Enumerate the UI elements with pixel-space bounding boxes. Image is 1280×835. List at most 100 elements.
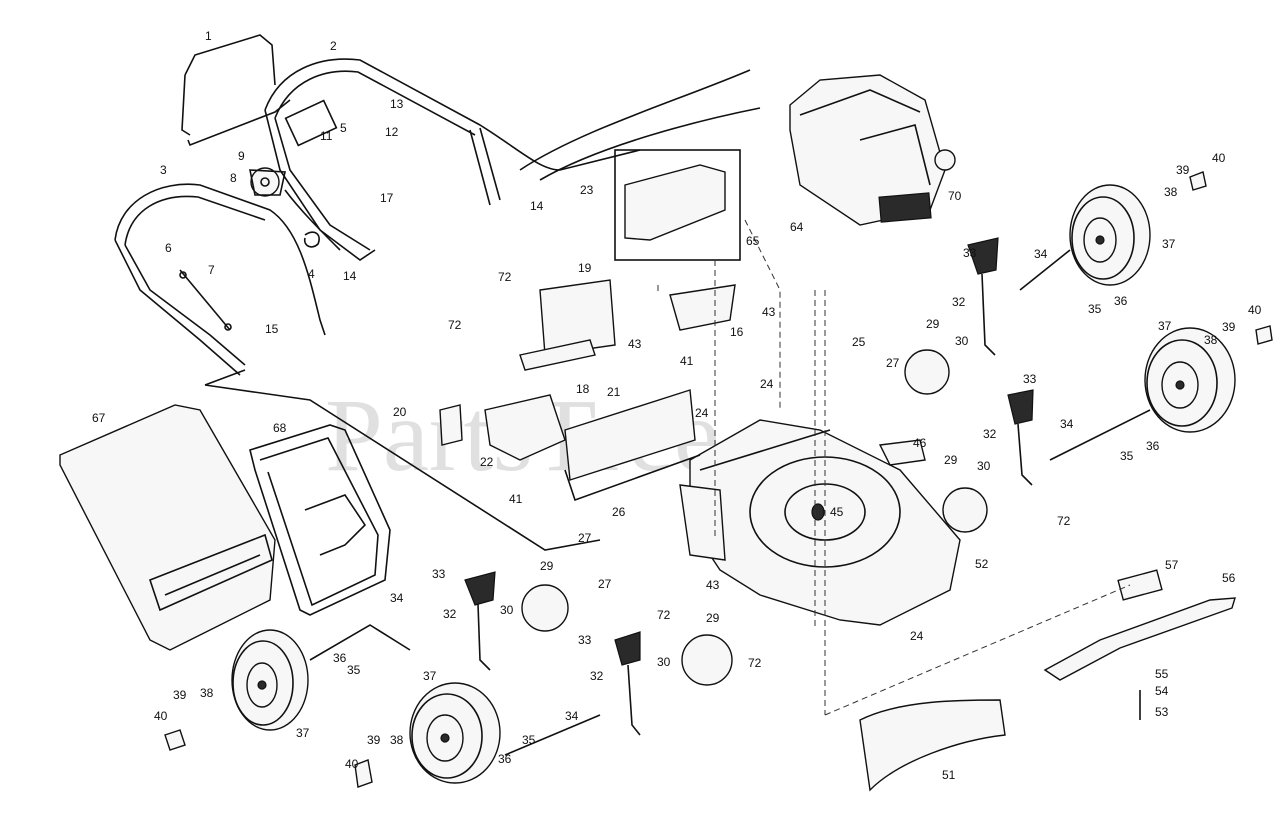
- callout-33a: 33: [963, 246, 977, 260]
- callout-24b: 24: [695, 406, 709, 420]
- callout-57: 57: [1165, 558, 1179, 572]
- callout-72c: 72: [1057, 514, 1071, 528]
- callout-34d: 34: [565, 709, 579, 723]
- rear-deflector: [484, 394, 566, 461]
- rear-flap: [859, 699, 1006, 792]
- callout-26: 26: [612, 505, 626, 519]
- callout-32a: 32: [952, 295, 966, 309]
- axles: [309, 249, 1151, 756]
- callout-40d: 40: [345, 757, 359, 771]
- callout-34a: 34: [1034, 247, 1048, 261]
- callout-9: 9: [238, 149, 245, 163]
- callout-39c: 39: [173, 688, 187, 702]
- callout-34c: 34: [390, 591, 404, 605]
- rear-baffle: [564, 389, 701, 502]
- callout-30a: 30: [955, 334, 969, 348]
- fuel-tank-bracket: [669, 284, 736, 331]
- callout-23: 23: [580, 183, 594, 197]
- callout-33c: 33: [432, 567, 446, 581]
- callout-6: 6: [165, 241, 172, 255]
- callout-41a: 41: [680, 354, 694, 368]
- callout-65: 65: [746, 234, 760, 248]
- callout-72e: 72: [748, 656, 762, 670]
- callout-labels: 1 2 3 4 5 6 7 8 9 11 12 13 14 14 15 16 1…: [92, 29, 1262, 782]
- callout-5: 5: [340, 121, 347, 135]
- hubcaps: [164, 171, 1273, 788]
- assembly-lines: [204, 219, 1131, 716]
- rear-bracket-box: [614, 149, 741, 261]
- callout-25: 25: [852, 335, 866, 349]
- callout-55: 55: [1155, 667, 1169, 681]
- callout-33b: 33: [1023, 372, 1037, 386]
- pivot-bracket: [439, 404, 463, 446]
- callout-34b: 34: [1060, 417, 1074, 431]
- callout-36c: 36: [333, 651, 347, 665]
- adjuster-gears: [521, 349, 988, 686]
- callout-67: 67: [92, 411, 106, 425]
- control-bar: [181, 34, 291, 147]
- callout-27b: 27: [578, 531, 592, 545]
- callout-2: 2: [330, 39, 337, 53]
- callout-43c: 43: [706, 578, 720, 592]
- callout-37d: 37: [423, 669, 437, 683]
- callout-43b: 43: [762, 305, 776, 319]
- upper-handle: [264, 58, 761, 261]
- callout-38b: 38: [1204, 333, 1218, 347]
- blade: [1043, 569, 1236, 720]
- callout-7: 7: [208, 263, 215, 277]
- callout-4: 4: [308, 267, 315, 281]
- callout-35d: 35: [522, 733, 536, 747]
- callout-24a: 24: [760, 377, 774, 391]
- callout-3: 3: [160, 163, 167, 177]
- callout-12: 12: [385, 125, 399, 139]
- deck-rear-panel: [679, 484, 726, 561]
- callout-52: 52: [975, 557, 989, 571]
- callout-27c: 27: [598, 577, 612, 591]
- callout-39a: 39: [1176, 163, 1190, 177]
- callout-33d: 33: [578, 633, 592, 647]
- wheel-front-left: [231, 629, 309, 731]
- callout-21: 21: [607, 385, 621, 399]
- callout-8: 8: [230, 171, 237, 185]
- callout-37a: 37: [1162, 237, 1176, 251]
- grass-bag: [59, 404, 276, 651]
- callout-29c: 29: [540, 559, 554, 573]
- callout-56: 56: [1222, 571, 1236, 585]
- callout-36a: 36: [1114, 294, 1128, 308]
- callout-51: 51: [942, 768, 956, 782]
- callout-11: 11: [320, 129, 333, 143]
- wheel-front-right: [1144, 327, 1236, 433]
- callout-17: 17: [380, 191, 394, 205]
- callout-36d: 36: [498, 752, 512, 766]
- callout-29d: 29: [706, 611, 720, 625]
- callout-22: 22: [480, 455, 494, 469]
- callout-39d: 39: [367, 733, 381, 747]
- wheel-rear-right: [1069, 184, 1151, 286]
- callout-72d: 72: [657, 608, 671, 622]
- callout-38a: 38: [1164, 185, 1178, 199]
- callout-35b: 35: [1120, 449, 1134, 463]
- callout-40b: 40: [1248, 303, 1262, 317]
- lower-handle: [114, 183, 326, 376]
- callout-40c: 40: [154, 709, 168, 723]
- callout-45: 45: [830, 505, 844, 519]
- callout-35a: 35: [1088, 302, 1102, 316]
- throttle-control: [249, 167, 341, 251]
- callout-68: 68: [273, 421, 287, 435]
- bag-frame: [249, 424, 391, 616]
- wheel-rear-left: [409, 682, 501, 784]
- callout-18: 18: [576, 382, 590, 396]
- chute-cover: [878, 439, 926, 466]
- callout-24c: 24: [910, 629, 924, 643]
- callout-1: 1: [205, 29, 212, 43]
- callout-35c: 35: [347, 663, 361, 677]
- callout-54: 54: [1155, 684, 1169, 698]
- callout-38c: 38: [200, 686, 214, 700]
- callout-30d: 30: [657, 655, 671, 669]
- callout-46: 46: [913, 436, 927, 450]
- callout-37b: 37: [1158, 319, 1172, 333]
- callout-70: 70: [948, 189, 962, 203]
- callout-39b: 39: [1222, 320, 1236, 334]
- callout-16: 16: [730, 325, 744, 339]
